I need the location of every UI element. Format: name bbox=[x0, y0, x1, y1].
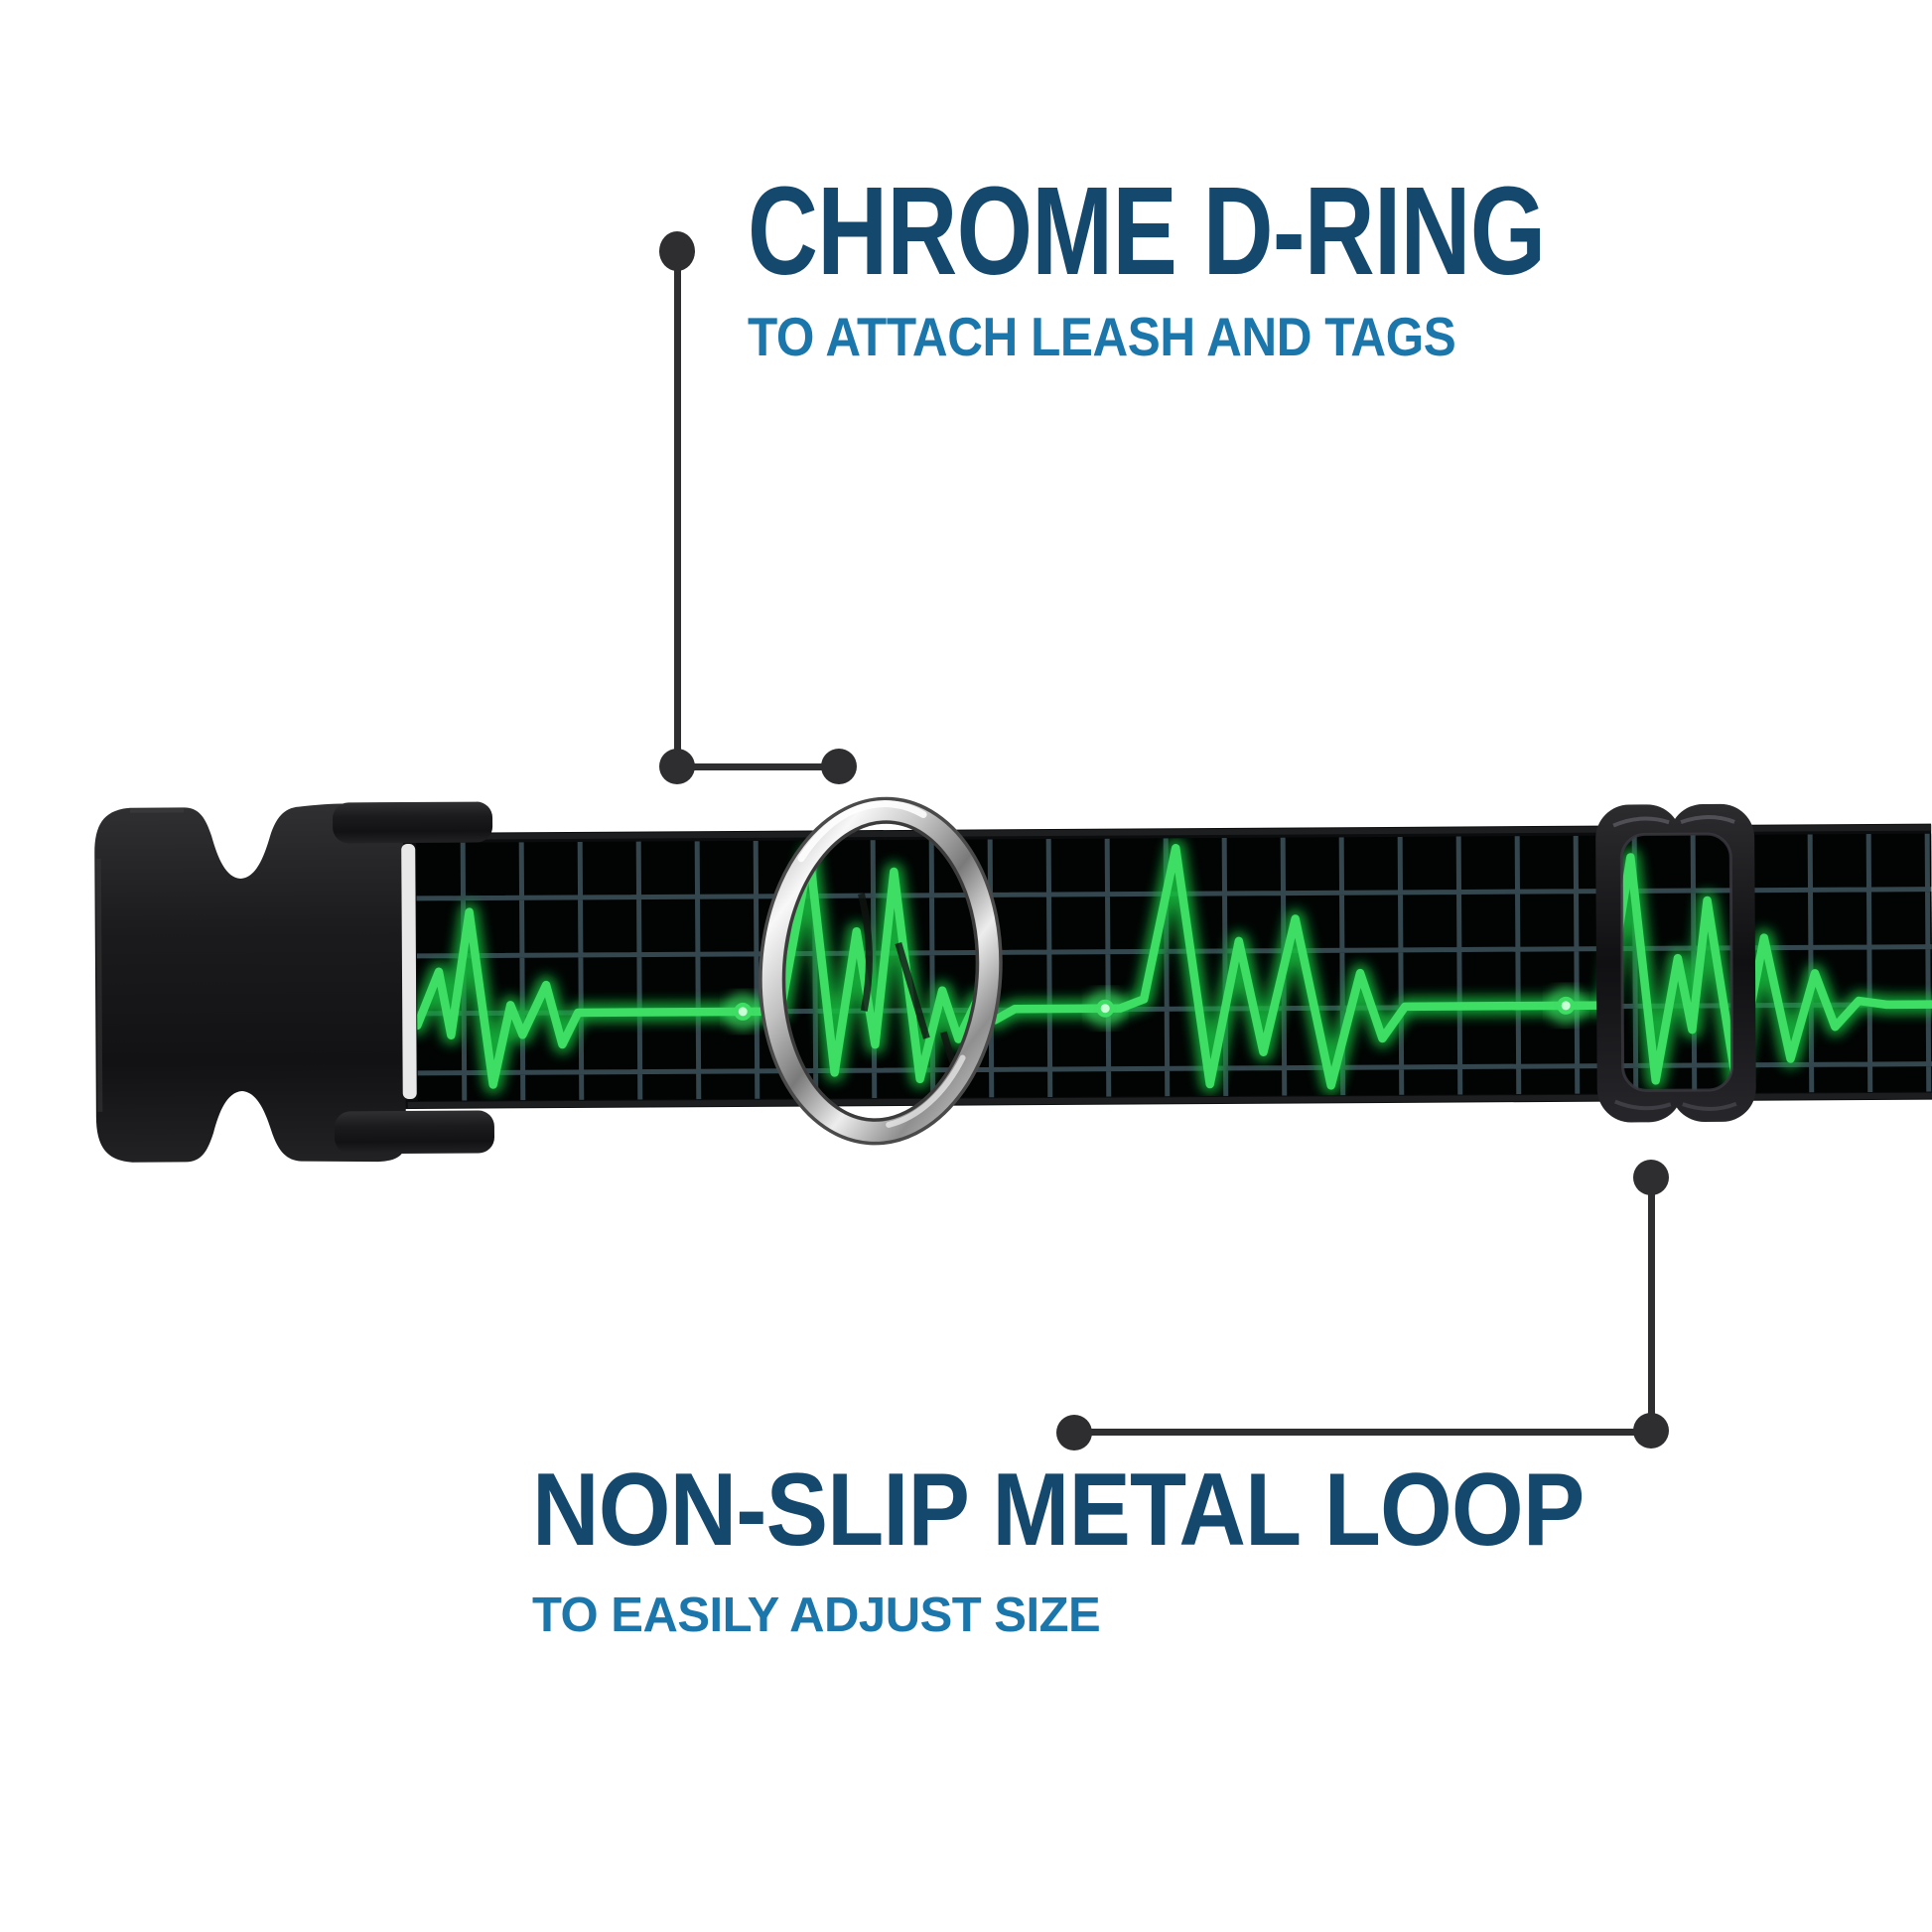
callout-bottom-line-horizontal bbox=[1074, 1429, 1651, 1436]
callout-top-line-vertical bbox=[674, 251, 681, 766]
buckle bbox=[94, 801, 495, 1163]
metal-loop-slider bbox=[1595, 803, 1756, 1123]
chrome-d-ring-icon bbox=[759, 796, 1003, 1146]
callout-top-dot-target bbox=[821, 749, 857, 784]
callout-bottom-subtitle: TO EASILY ADJUST SIZE bbox=[532, 1588, 1101, 1642]
callout-bottom-dot-label bbox=[1056, 1415, 1092, 1450]
callout-bottom-title: NON-SLIP METAL LOOP bbox=[532, 1452, 1585, 1568]
callout-top-line-horizontal bbox=[677, 763, 839, 770]
callout-bottom-line-vertical bbox=[1648, 1177, 1655, 1431]
callout-top-subtitle: TO ATTACH LEASH AND TAGS bbox=[748, 306, 1456, 367]
buckle-mouth-highlight bbox=[401, 843, 417, 1099]
ekg-pulse-dots bbox=[726, 988, 1584, 1029]
callout-top-title: CHROME D-RING bbox=[748, 161, 1546, 301]
